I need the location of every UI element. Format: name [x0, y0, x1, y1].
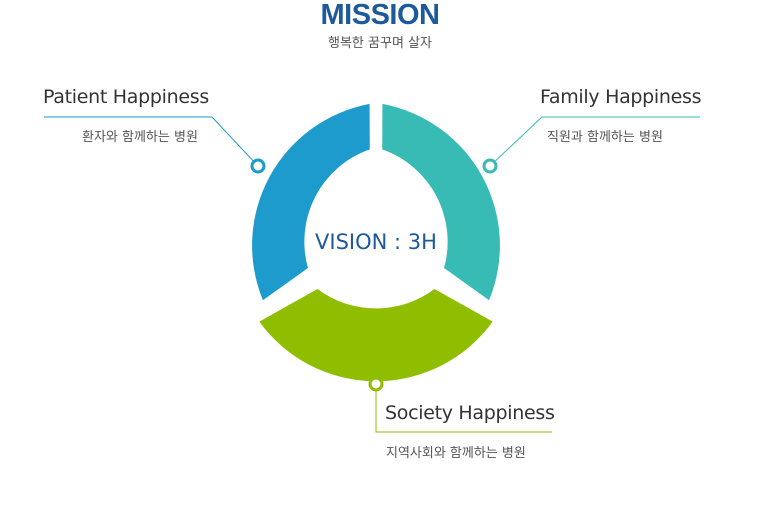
connector-dot-patient — [250, 158, 266, 174]
segment-family — [382, 103, 500, 301]
society-happiness-title: Society Happiness — [385, 402, 555, 424]
segment-patient — [252, 103, 370, 301]
family-happiness-subtitle: 직원과 함께하는 병원 — [547, 130, 663, 145]
mission-title: MISSION — [320, 0, 440, 31]
patient-happiness-title: Patient Happiness — [43, 86, 209, 108]
family-happiness-title: Family Happiness — [540, 86, 702, 108]
segment-society — [259, 289, 493, 382]
leader-line-patient — [44, 116, 259, 167]
society-happiness-subtitle: 지역사회와 함께하는 병원 — [386, 446, 526, 461]
vision-label: VISION : 3H — [315, 230, 437, 254]
mission-subtitle: 행복한 꿈꾸며 살자 — [328, 36, 432, 51]
connector-dot-family — [482, 158, 498, 174]
patient-happiness-subtitle: 환자와 함께하는 병원 — [82, 130, 198, 145]
leader-line-family — [489, 116, 700, 167]
leader-line-society — [375, 384, 552, 433]
connector-dot-society — [368, 376, 384, 392]
